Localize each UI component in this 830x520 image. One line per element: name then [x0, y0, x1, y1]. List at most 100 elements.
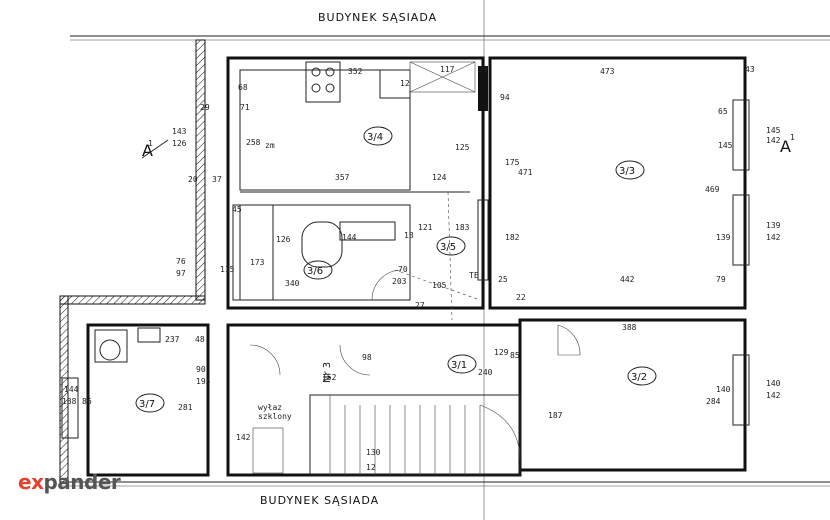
svg-text:12: 12: [366, 463, 376, 472]
svg-text:143: 143: [172, 127, 187, 136]
stove: [305, 61, 341, 103]
boiler: [94, 329, 128, 363]
svg-text:237: 237: [165, 335, 180, 344]
door-35-33: [477, 199, 489, 281]
room-label-33: 3/3: [619, 166, 635, 177]
svg-text:388: 388: [622, 323, 637, 332]
svg-text:37: 37: [212, 175, 222, 184]
window-33-bottom: [732, 194, 750, 266]
svg-text:187: 187: [548, 411, 563, 420]
svg-text:124: 124: [432, 173, 447, 182]
sink-counter: [339, 221, 396, 241]
burner-1: [311, 67, 321, 77]
room-label-35: 3/5: [440, 242, 456, 253]
wall-room-34-35-36: [226, 56, 485, 310]
room-34-ellipse: [363, 126, 393, 146]
svg-text:203: 203: [392, 277, 407, 286]
svg-text:97: 97: [176, 269, 186, 278]
svg-text:71: 71: [240, 103, 250, 112]
svg-text:12: 12: [400, 79, 410, 88]
counter-diagonal-2: [409, 61, 476, 93]
svg-text:258: 258: [246, 138, 261, 147]
dimension-labels: 352 117 473 43 12 29 68 29 71 143 126 25…: [62, 65, 781, 472]
party-wall-left: [195, 39, 206, 301]
room-36-outline: [239, 204, 411, 301]
svg-text:45: 45: [232, 205, 242, 214]
room-label-37: 3/7: [139, 399, 155, 410]
svg-text:125: 125: [455, 143, 470, 152]
section-marker-left: A: [142, 141, 154, 160]
svg-text:240: 240: [478, 368, 493, 377]
svg-text:144: 144: [342, 233, 357, 242]
burner-3: [311, 83, 321, 93]
party-wall-far-left: [59, 295, 69, 483]
note-zm: zm: [265, 141, 275, 150]
svg-text:43: 43: [745, 65, 755, 74]
hatch-glazed: [252, 427, 284, 474]
staircase: [309, 394, 521, 476]
top-heading: BUDYNEK SĄSIADA: [318, 11, 437, 24]
svg-text:138: 138: [62, 397, 77, 406]
note-wylaz: wyłaz: [258, 403, 282, 412]
svg-text:195: 195: [196, 377, 211, 386]
svg-text:20: 20: [188, 175, 198, 184]
svg-text:140: 140: [716, 385, 731, 394]
section-marker-left-num: 1: [148, 139, 153, 148]
svg-text:145: 145: [718, 141, 733, 150]
svg-text:115: 115: [220, 265, 235, 274]
room-37-ellipse: [135, 393, 165, 413]
svg-text:145: 145: [766, 126, 781, 135]
svg-text:68: 68: [238, 83, 248, 92]
svg-text:357: 357: [335, 173, 350, 182]
svg-text:86: 86: [82, 397, 92, 406]
note-szklony: szklony: [258, 412, 292, 421]
svg-text:25: 25: [498, 275, 508, 284]
chimney: [478, 66, 488, 111]
room-label-32: 3/2: [631, 372, 647, 383]
svg-text:126: 126: [276, 235, 291, 244]
section-marker-right: A: [780, 137, 792, 156]
note-nr3-sub: 152: [322, 373, 337, 382]
svg-text:182: 182: [505, 233, 520, 242]
room-label-36: 3/6: [307, 266, 323, 277]
toilet-bowl: [301, 221, 343, 268]
svg-text:142: 142: [766, 391, 781, 400]
window-37: [61, 377, 79, 439]
svg-text:70: 70: [398, 265, 408, 274]
svg-text:105: 105: [432, 281, 447, 290]
room-32-ellipse: [627, 366, 657, 386]
svg-text:142: 142: [766, 136, 781, 145]
note-te: TE: [469, 271, 479, 280]
svg-text:144: 144: [64, 385, 79, 394]
burner-2: [325, 67, 335, 77]
svg-text:22: 22: [516, 293, 526, 302]
svg-text:469: 469: [705, 185, 720, 194]
svg-text:183: 183: [455, 223, 470, 232]
svg-text:175: 175: [505, 158, 520, 167]
bottom-heading: BUDYNEK SĄSIADA: [260, 494, 379, 507]
room-34-outline: [239, 69, 411, 191]
wall-room-37: [86, 323, 210, 477]
room-31-ellipse: [447, 354, 477, 374]
svg-text:90: 90: [196, 365, 206, 374]
section-marker-right-num: 1: [790, 133, 795, 142]
boiler-circle: [99, 339, 121, 361]
door-arc-31: [339, 344, 371, 376]
room-35-ellipse: [436, 236, 466, 256]
svg-text:142: 142: [236, 433, 251, 442]
wall-room-32: [518, 318, 747, 472]
svg-text:442: 442: [620, 275, 635, 284]
room-label-34: 3/4: [367, 132, 383, 143]
svg-text:126: 126: [172, 139, 187, 148]
svg-text:29: 29: [478, 65, 488, 74]
svg-text:76: 76: [176, 257, 186, 266]
svg-text:85: 85: [510, 351, 520, 360]
bathtub: [232, 204, 274, 301]
room-label-31: 3/1: [451, 360, 467, 371]
window-33-top: [732, 99, 750, 171]
svg-text:139: 139: [716, 233, 731, 242]
svg-text:98: 98: [362, 353, 372, 362]
section-left-line: [141, 139, 169, 159]
svg-text:48: 48: [195, 335, 205, 344]
expander-logo: expander: [18, 470, 121, 494]
